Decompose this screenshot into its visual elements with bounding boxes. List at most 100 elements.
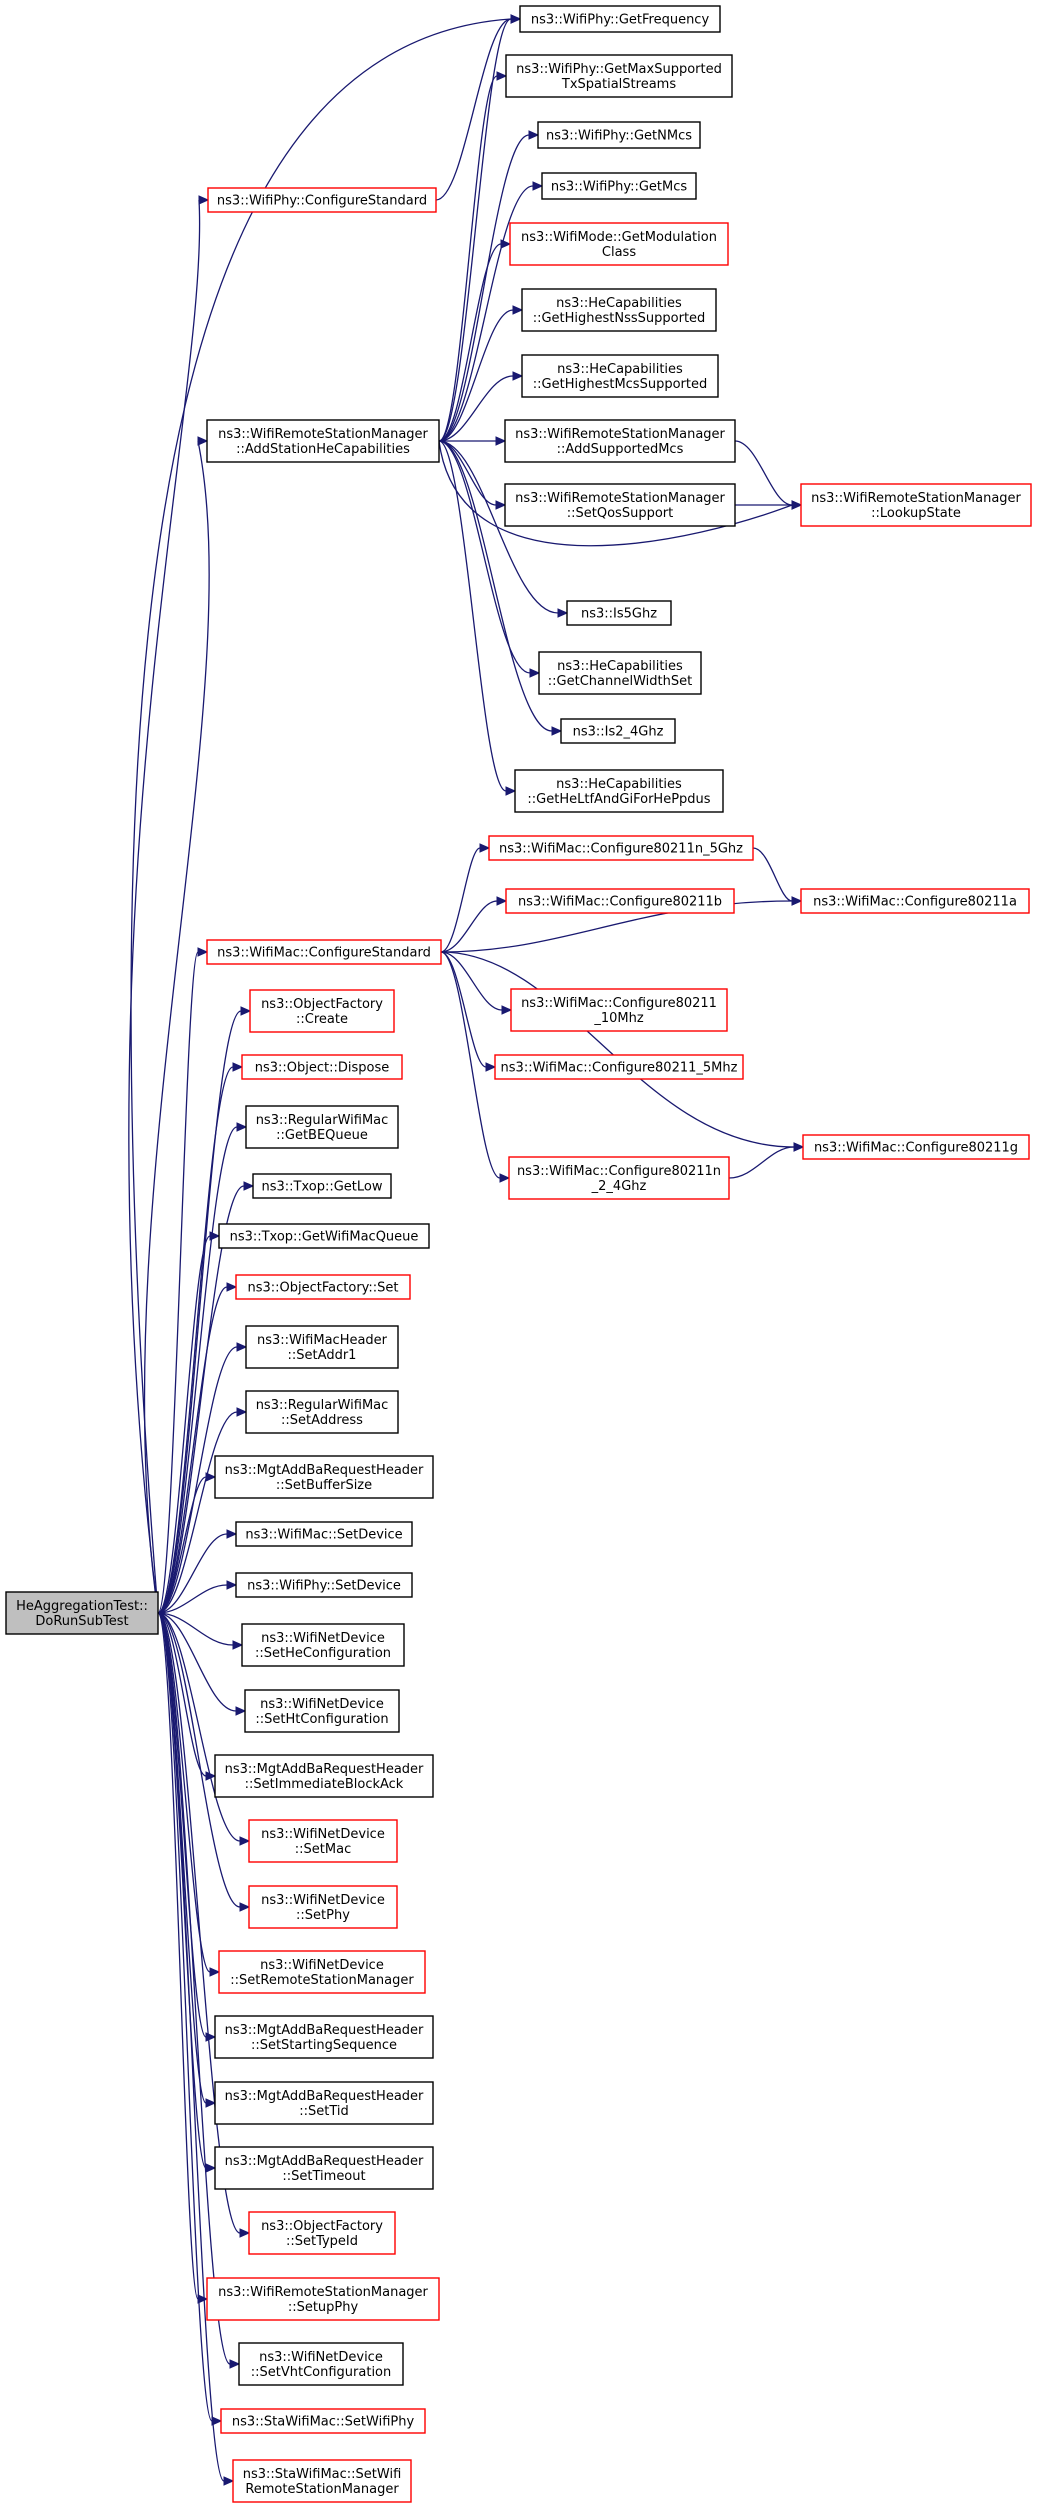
arrowhead-icon bbox=[232, 1062, 244, 1072]
function-node[interactable]: ns3::MgtAddBaRequestHeader::SetStartingS… bbox=[214, 2015, 434, 2059]
function-node[interactable]: ns3::WifiMac::Configure80211n_5Ghz bbox=[488, 835, 754, 861]
edge-line bbox=[157, 1533, 228, 1614]
call-edge bbox=[157, 947, 209, 1614]
function-node[interactable]: ns3::ObjectFactory::Set bbox=[235, 1274, 411, 1300]
call-edge bbox=[157, 1181, 255, 1614]
function-node[interactable]: ns3::WifiMac::ConfigureStandard bbox=[206, 939, 442, 965]
function-node[interactable]: ns3::WifiMac::SetDevice bbox=[235, 1521, 413, 1547]
function-node[interactable]: ns3::WifiPhy::GetMcs bbox=[541, 172, 697, 200]
edge-line bbox=[157, 1126, 238, 1614]
call-edge bbox=[438, 14, 522, 442]
function-node[interactable]: ns3::WifiMac::Configure80211b bbox=[505, 888, 735, 914]
node-label: _10Mhz bbox=[593, 1011, 643, 1026]
call-edge bbox=[440, 896, 508, 953]
function-node[interactable]: ns3::WifiMac::Configure80211_5Mhz bbox=[494, 1054, 744, 1080]
function-node[interactable]: ns3::MgtAddBaRequestHeader::SetBufferSiz… bbox=[214, 1455, 434, 1499]
function-node[interactable]: ns3::RegularWifiMac::GetBEQueue bbox=[245, 1105, 399, 1149]
function-node[interactable]: ns3::ObjectFactory::Create bbox=[249, 989, 395, 1033]
function-node[interactable]: ns3::WifiMac::Configure80211a bbox=[800, 888, 1030, 914]
function-node[interactable]: ns3::WifiRemoteStationManager::AddSuppor… bbox=[504, 419, 736, 463]
arrowhead-icon bbox=[223, 2476, 235, 2486]
call-edge bbox=[728, 1142, 805, 1179]
node-label: ns3::HeCapabilities bbox=[557, 659, 683, 674]
call-edge bbox=[157, 1282, 238, 1614]
function-node[interactable]: ns3::MgtAddBaRequestHeader::SetImmediate… bbox=[214, 1754, 434, 1798]
node-box bbox=[519, 5, 721, 33]
node-label: ::SetAddress bbox=[281, 1413, 363, 1428]
function-node[interactable]: ns3::ObjectFactory::SetTypeId bbox=[248, 2211, 396, 2255]
function-node[interactable]: ns3::WifiPhy::GetNMcs bbox=[537, 121, 701, 149]
arrowhead-icon bbox=[226, 1282, 238, 1292]
function-node[interactable]: ns3::MgtAddBaRequestHeader::SetTid bbox=[214, 2081, 434, 2125]
node-label: ns3::WifiPhy::GetFrequency bbox=[531, 13, 710, 28]
arrowhead-icon bbox=[512, 371, 524, 381]
edge-line bbox=[438, 440, 553, 732]
call-edge bbox=[157, 1612, 221, 1977]
node-box bbox=[235, 1521, 413, 1547]
edge-line bbox=[438, 375, 514, 442]
function-node[interactable]: ns3::WifiNetDevice::SetRemoteStationMana… bbox=[218, 1950, 426, 1994]
call-edge bbox=[438, 440, 563, 736]
call-edge bbox=[735, 500, 803, 510]
function-node[interactable]: ns3::WifiMac::Configure80211_10Mhz bbox=[510, 988, 728, 1032]
function-node[interactable]: ns3::HeCapabilities::GetHighestNssSuppor… bbox=[521, 288, 717, 332]
arrowhead-icon bbox=[205, 2098, 217, 2108]
function-node[interactable]: ns3::WifiMac::Configure80211n_2_4Ghz bbox=[508, 1156, 730, 1200]
function-node[interactable]: ns3::StaWifiMac::SetWifiRemoteStationMan… bbox=[232, 2459, 412, 2503]
function-node[interactable]: ns3::WifiNetDevice::SetHeConfiguration bbox=[241, 1623, 405, 1667]
edge-line bbox=[157, 1612, 207, 2169]
function-node[interactable]: ns3::WifiNetDevice::SetMac bbox=[248, 1819, 398, 1863]
function-node[interactable]: ns3::Object::Dispose bbox=[241, 1054, 403, 1080]
node-box bbox=[241, 1054, 403, 1080]
function-node[interactable]: ns3::WifiMacHeader::SetAddr1 bbox=[245, 1325, 399, 1369]
node-box bbox=[537, 121, 701, 149]
function-node[interactable]: ns3::WifiRemoteStationManager::AddStatio… bbox=[206, 419, 440, 463]
call-edge bbox=[157, 1407, 248, 1614]
edge-line bbox=[157, 1612, 199, 2300]
function-node[interactable]: ns3::WifiRemoteStationManager::SetupPhy bbox=[206, 2277, 440, 2321]
function-node[interactable]: ns3::RegularWifiMac::SetAddress bbox=[245, 1390, 399, 1434]
node-label: ::SetHeConfiguration bbox=[255, 1646, 391, 1661]
function-node[interactable]: ns3::WifiNetDevice::SetPhy bbox=[248, 1885, 398, 1929]
call-edges bbox=[128, 14, 805, 2486]
arrowhead-icon bbox=[495, 500, 507, 510]
node-box bbox=[214, 2015, 434, 2059]
node-box bbox=[214, 1455, 434, 1499]
function-node[interactable]: ns3::WifiMac::Configure80211g bbox=[802, 1134, 1030, 1160]
node-label: ns3::Txop::GetLow bbox=[261, 1180, 382, 1195]
function-node[interactable]: ns3::HeCapabilities::GetChannelWidthSet bbox=[538, 651, 702, 695]
function-node[interactable]: ns3::WifiPhy::ConfigureStandard bbox=[207, 187, 437, 213]
node-label: ns3::WifiNetDevice bbox=[261, 1631, 385, 1646]
node-box bbox=[214, 2146, 434, 2190]
node-label: ::SetQosSupport bbox=[567, 506, 673, 521]
function-node[interactable]: ns3::Is2_4Ghz bbox=[560, 718, 676, 744]
function-node[interactable]: ns3::Txop::GetWifiMacQueue bbox=[218, 1223, 430, 1249]
function-node[interactable]: ns3::WifiNetDevice::SetVhtConfiguration bbox=[238, 2342, 404, 2386]
node-label: ns3::Is2_4Ghz bbox=[573, 725, 664, 740]
edge-line bbox=[157, 1066, 234, 1614]
function-node[interactable]: ns3::Is5Ghz bbox=[566, 600, 672, 626]
function-node[interactable]: ns3::Txop::GetLow bbox=[252, 1173, 392, 1199]
function-node[interactable]: ns3::WifiRemoteStationManager::SetQosSup… bbox=[504, 483, 736, 527]
function-node[interactable]: ns3::StaWifiMac::SetWifiPhy bbox=[220, 2408, 426, 2434]
root-function-node[interactable]: HeAggregationTest::DoRunSubTest bbox=[5, 1591, 159, 1635]
function-node[interactable]: ns3::WifiPhy::SetDevice bbox=[235, 1572, 413, 1598]
node-box bbox=[514, 769, 724, 813]
function-node[interactable]: ns3::HeCapabilities::GetHighestMcsSuppor… bbox=[521, 354, 719, 398]
edge-line bbox=[440, 951, 795, 1148]
function-node[interactable]: ns3::WifiNetDevice::SetHtConfiguration bbox=[244, 1689, 400, 1733]
call-edge bbox=[438, 440, 517, 796]
node-box bbox=[241, 1623, 405, 1667]
arrowhead-icon bbox=[501, 1005, 513, 1015]
function-node[interactable]: ns3::WifiPhy::GetMaxSupportedTxSpatialSt… bbox=[505, 54, 733, 98]
function-node[interactable]: ns3::WifiRemoteStationManager::LookupSta… bbox=[800, 483, 1032, 527]
edge-line bbox=[157, 1584, 228, 1614]
node-label: ns3::WifiMac::Configure80211_5Mhz bbox=[501, 1061, 738, 1076]
function-node[interactable]: ns3::WifiPhy::GetFrequency bbox=[519, 5, 721, 33]
arrowhead-icon bbox=[236, 1407, 248, 1417]
function-node[interactable]: ns3::MgtAddBaRequestHeader::SetTimeout bbox=[214, 2146, 434, 2190]
node-label: ns3::ObjectFactory bbox=[261, 997, 383, 1012]
node-box bbox=[252, 1173, 392, 1199]
function-node[interactable]: ns3::HeCapabilities::GetHeLtfAndGiForHeP… bbox=[514, 769, 724, 813]
